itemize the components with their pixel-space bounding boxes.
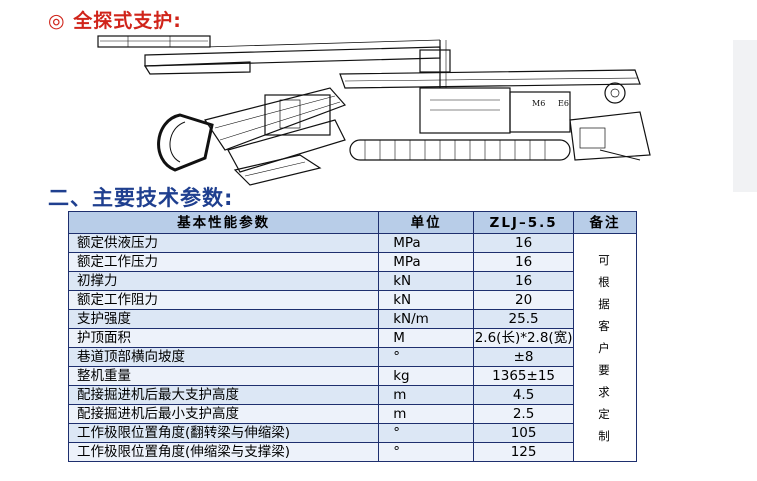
- param-name: 工作极限位置角度(伸缩梁与支撑梁): [67, 442, 380, 462]
- param-value: 4.5: [473, 385, 575, 405]
- param-unit: MPa: [378, 252, 475, 272]
- crawler-track: [349, 139, 571, 161]
- param-unit: m: [378, 385, 475, 405]
- param-name: 整机重量: [67, 366, 380, 386]
- col-header-unit: 单位: [378, 211, 475, 234]
- param-name: 额定工作压力: [67, 252, 380, 272]
- param-value: 2.5: [473, 404, 575, 424]
- top-beam: [97, 35, 211, 48]
- note-text: 可根据客户要求定制: [598, 252, 612, 443]
- support-shoe: [157, 113, 214, 172]
- col-header-model: ZLJ–5.5: [473, 211, 575, 234]
- param-value: 105: [473, 423, 575, 443]
- table-row: 配接掘进机后最大支护高度 m 4.5: [67, 385, 637, 405]
- table-row: 初撑力 kN 16: [67, 271, 637, 291]
- table-row: 工作极限位置角度(翻转梁与伸缩梁) ° 105: [67, 423, 637, 443]
- param-name: 额定工作阻力: [67, 290, 380, 310]
- param-name: 护顶面积: [67, 328, 380, 348]
- param-name: 配接掘进机后最大支护高度: [67, 385, 380, 405]
- table-row: 额定工作阻力 kN 20: [67, 290, 637, 310]
- param-name: 支护强度: [67, 309, 380, 329]
- param-value: 1365±15: [473, 366, 575, 386]
- drawing-label-b: E6: [558, 99, 569, 108]
- param-name: 工作极限位置角度(翻转梁与伸缩梁): [67, 423, 380, 443]
- param-name: 初撑力: [67, 271, 380, 291]
- param-name: 配接掘进机后最小支护高度: [67, 404, 380, 424]
- section-heading-params: 二、主要技术参数:: [48, 186, 234, 210]
- param-unit: m: [378, 404, 475, 424]
- spec-table: 基本性能参数 单位 ZLJ–5.5 备注 额定供液压力 MPa 16 可根据客户…: [67, 211, 637, 462]
- side-panel: [733, 40, 757, 192]
- param-value: 16: [473, 271, 575, 291]
- col-header-param: 基本性能参数: [67, 211, 380, 234]
- main-deck: [339, 69, 641, 89]
- param-unit: kN: [378, 290, 475, 310]
- param-value: 25.5: [473, 309, 575, 329]
- param-unit: °: [378, 442, 475, 462]
- param-unit: M: [378, 328, 475, 348]
- param-unit: kg: [378, 366, 475, 386]
- table-row: 配接掘进机后最小支护高度 m 2.5: [67, 404, 637, 424]
- param-value: 16: [473, 252, 575, 272]
- param-unit: kN/m: [378, 309, 475, 329]
- table-header-row: 基本性能参数 单位 ZLJ–5.5 备注: [67, 211, 637, 234]
- table-row: 护顶面积 M 2.6(长)*2.8(宽): [67, 328, 637, 348]
- machine-drawing: M6 E6: [97, 35, 651, 186]
- param-value: 125: [473, 442, 575, 462]
- param-name: 额定供液压力: [67, 233, 380, 253]
- table-row: 巷道顶部横向坡度 ° ±8: [67, 347, 637, 367]
- section-heading-support: ◎ 全探式支护:: [48, 10, 182, 32]
- param-value: 2.6(长)*2.8(宽): [473, 328, 575, 348]
- drawing-label-a: M6: [532, 99, 545, 108]
- table-row: 额定供液压力 MPa 16 可根据客户要求定制: [67, 233, 637, 462]
- col-header-note: 备注: [573, 211, 637, 234]
- table-row: 工作极限位置角度(伸缩梁与支撑梁) ° 125: [67, 442, 637, 462]
- long-arm: [144, 46, 441, 67]
- param-value: 16: [473, 233, 575, 253]
- param-unit: °: [378, 423, 475, 443]
- note-cell: 可根据客户要求定制: [573, 233, 637, 462]
- table-row: 额定工作压力 MPa 16: [67, 252, 637, 272]
- table-row: 支护强度 kN/m 25.5: [67, 309, 637, 329]
- param-value: ±8: [473, 347, 575, 367]
- param-unit: kN: [378, 271, 475, 291]
- table-row: 整机重量 kg 1365±15: [67, 366, 637, 386]
- param-unit: °: [378, 347, 475, 367]
- param-value: 20: [473, 290, 575, 310]
- param-unit: MPa: [378, 233, 475, 253]
- param-name: 巷道顶部横向坡度: [67, 347, 380, 367]
